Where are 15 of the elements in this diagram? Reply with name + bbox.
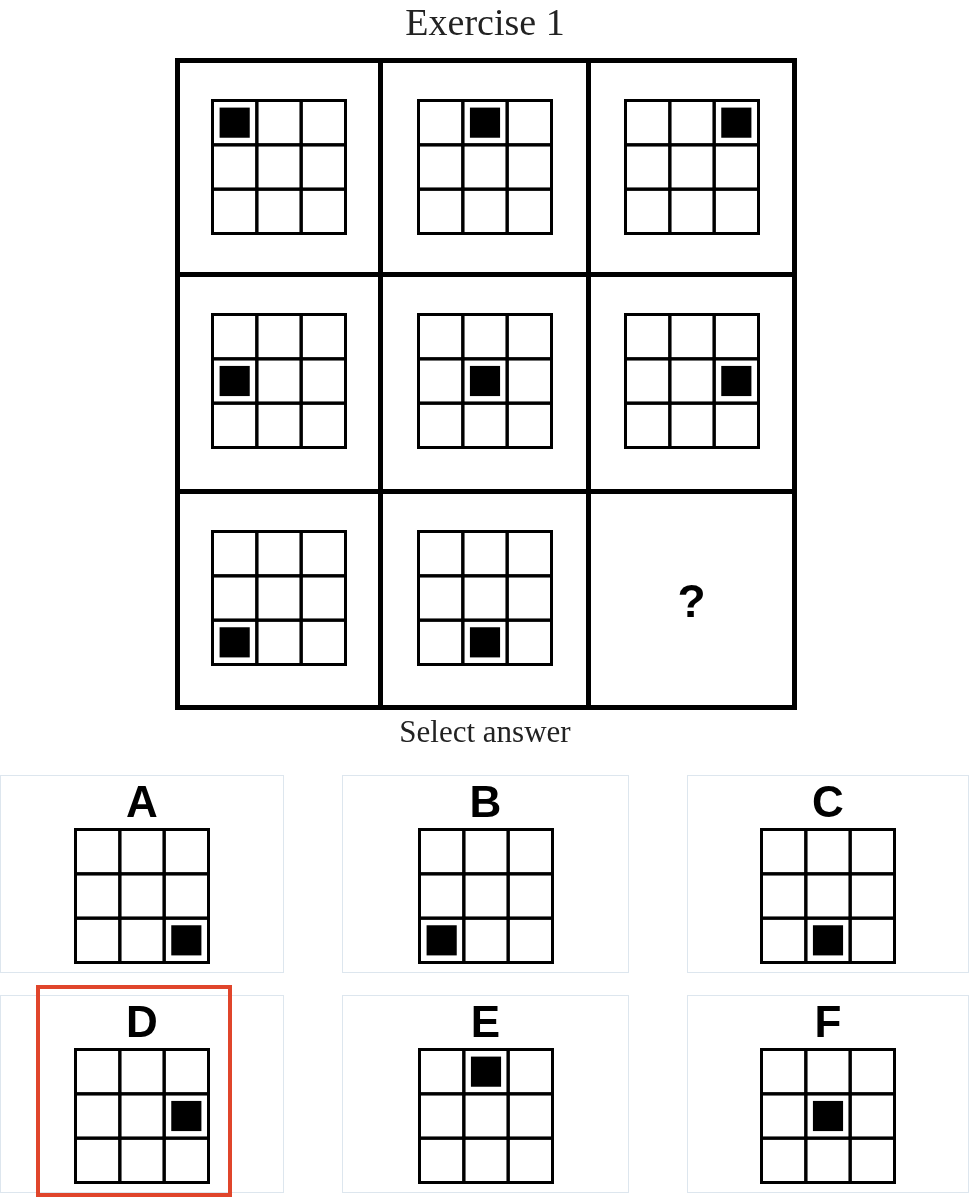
option-letter: E xyxy=(469,998,502,1046)
instruction-text: Select answer xyxy=(398,713,572,751)
option-letter: A xyxy=(125,778,159,826)
option-letter: F xyxy=(813,998,843,1046)
answer-card xyxy=(687,995,969,1193)
answer-card xyxy=(342,775,629,973)
title: Exercise 1 xyxy=(404,0,566,44)
question-mark: ? xyxy=(676,574,707,628)
answer-card xyxy=(0,995,284,1193)
answer-card xyxy=(342,995,629,1193)
option-letter: D xyxy=(125,998,159,1046)
option-letter: B xyxy=(468,778,503,826)
answer-card xyxy=(687,775,969,973)
answer-card xyxy=(0,775,284,973)
option-letter: C xyxy=(811,778,845,826)
